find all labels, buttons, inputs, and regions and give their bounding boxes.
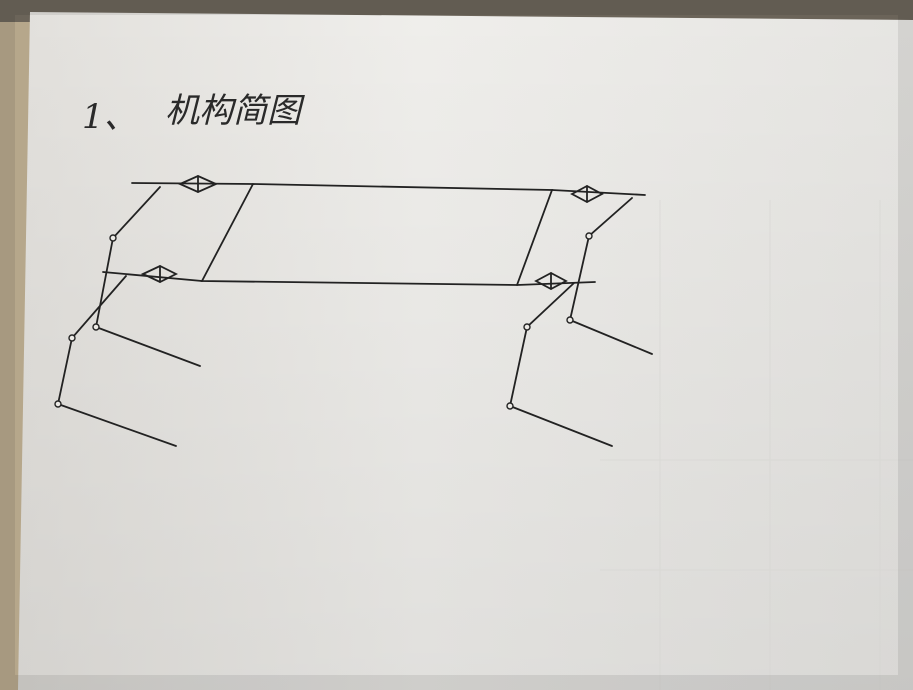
paper-grid [600, 200, 913, 690]
pin-joint [68, 334, 76, 342]
guide-rail-rear-left [131, 182, 254, 185]
heading-text: 机构简图 [165, 91, 305, 131]
pin-joint [109, 234, 117, 242]
leg-link-rear-right-foot [569, 319, 653, 355]
leg-link-front-left-foot [57, 403, 177, 447]
slider-joint-rear-right [570, 184, 604, 204]
heading-number: 1、 [82, 97, 138, 137]
slider-joint-rear-left [177, 175, 219, 193]
slider-joint-front-right [534, 271, 568, 291]
paper-shadow [18, 12, 913, 690]
leg-link-front-right-foot [509, 405, 613, 447]
guide-rail-front-right [516, 281, 596, 286]
mechanism-diagram [54, 175, 653, 447]
pin-joint [54, 400, 62, 408]
pin-joint [92, 323, 100, 331]
leg-link-rear-left-foot [95, 326, 201, 367]
pin-joint [585, 232, 593, 240]
pin-joint [566, 316, 574, 324]
pin-joint [506, 402, 514, 410]
guide-rail-front-left [102, 271, 203, 282]
slider-joint-front-left [140, 264, 179, 284]
pin-joint [523, 323, 531, 331]
